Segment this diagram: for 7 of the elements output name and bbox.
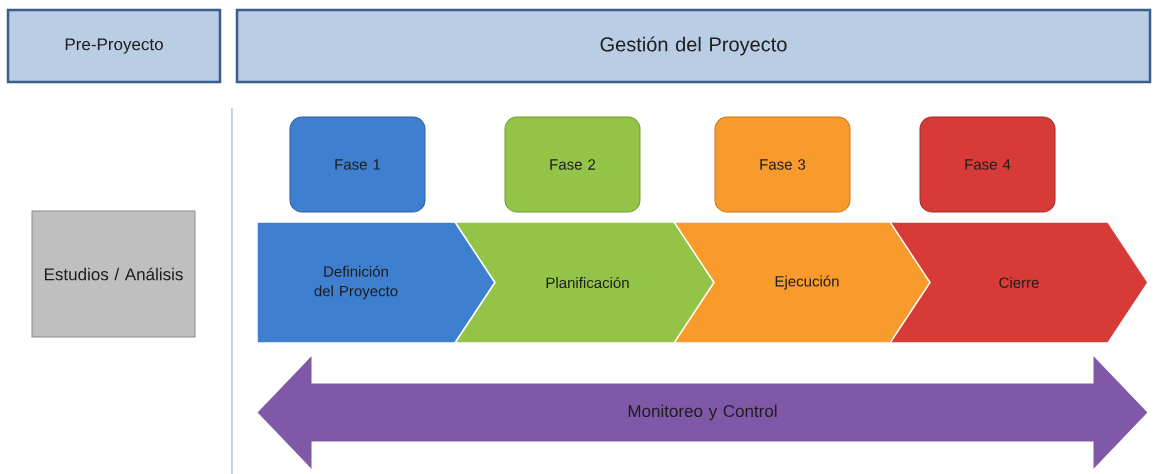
phase-box: Fase 4 [919,116,1056,213]
header-box: Gestión del Proyecto [235,8,1152,84]
phase-box: Fase 1 [289,116,426,213]
phase-box: Fase 2 [504,116,641,213]
header-box: Pre-Proyecto [6,8,222,84]
stage-box: Estudios / Análisis [31,210,196,338]
phase-box: Fase 3 [714,116,851,213]
